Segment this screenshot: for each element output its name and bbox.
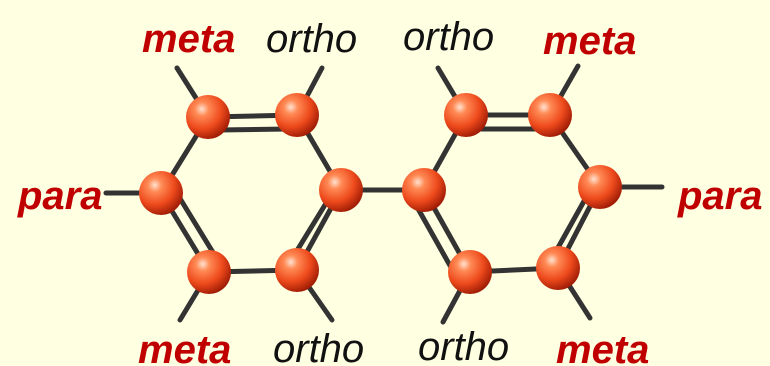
bond-left-c1-c2-double [215, 126, 291, 133]
atom-left-c2 [275, 93, 319, 137]
label-meta-top-left: meta [142, 17, 235, 61]
atom-right-c2 [444, 93, 488, 137]
bond-left-c5-c6-double [173, 189, 220, 262]
atom-right-c6 [448, 250, 492, 294]
atom-right-c3 [528, 93, 572, 137]
label-meta-top-right: meta [543, 19, 636, 63]
bonds [103, 63, 665, 325]
label-meta-bottom-left: meta [138, 328, 231, 366]
atom-right-c5 [536, 246, 580, 290]
atoms [139, 93, 622, 294]
atom-left-c3 [319, 168, 363, 212]
atom-right-c1 [402, 168, 446, 212]
atom-left-c1 [186, 95, 230, 139]
label-meta-bottom-right: meta [556, 328, 649, 366]
position-labels: meta ortho ortho meta para para meta ort… [17, 15, 763, 366]
atom-right-c4 [578, 165, 622, 209]
label-para-left: para [17, 174, 103, 218]
atom-left-c6 [139, 171, 183, 215]
label-ortho-top-right: ortho [403, 15, 494, 59]
atom-left-c5 [187, 250, 231, 294]
label-para-right: para [677, 174, 763, 218]
label-ortho-top-left: ortho [266, 17, 357, 61]
atom-left-c4 [275, 248, 319, 292]
label-ortho-bottom-right: ortho [418, 325, 509, 366]
label-ortho-bottom-left: ortho [273, 327, 364, 366]
